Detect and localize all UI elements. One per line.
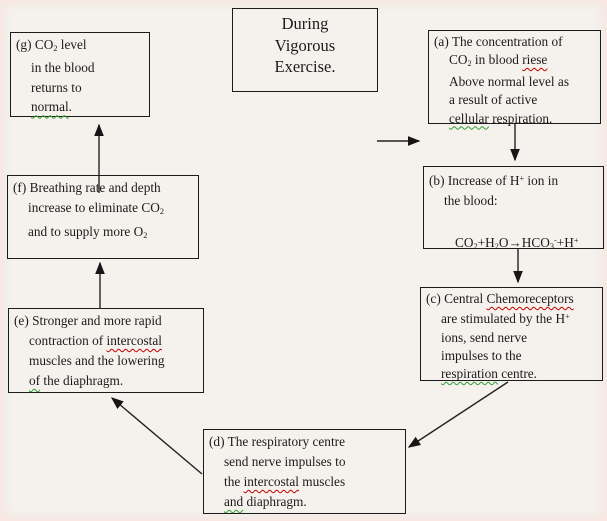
text-line: contraction of intercostal <box>29 333 162 348</box>
box-e-muscle-contraction: (e) Stronger and more rapid contraction o… <box>8 308 204 393</box>
text-line: the intercostal muscles <box>224 474 346 489</box>
box-b-h-ion-increase: (b) Increase of H+ ion in the blood: CO2+… <box>423 166 604 251</box>
text-line: and to supply more O2 <box>28 223 148 240</box>
text-line: CO2 in blood riese <box>449 52 548 69</box>
arrow-d-to-e-icon <box>110 397 203 475</box>
text-line: (d) The respiratory centre <box>209 434 345 449</box>
text-line: normal. <box>31 99 72 115</box>
text-line: of the diaphragm. <box>29 373 124 388</box>
text-line: (a) The concentration of <box>434 34 563 49</box>
box-a-co2-concentration: (a) The concentration of CO2 in blood rie… <box>428 30 601 126</box>
text-line: ions, send nerve <box>441 329 528 345</box>
text-line: returns to <box>31 79 82 95</box>
text-line: Vigorous <box>274 35 336 55</box>
text-line: During <box>281 14 329 33</box>
text-line: muscles and the lowering <box>29 353 165 368</box>
text-line: increase to eliminate CO2 <box>28 200 164 216</box>
box-f-breathing-rate: (f) Breathing rate and depth increase to … <box>7 175 199 259</box>
text-line: and diaphragm. <box>224 494 307 509</box>
text-line: in the blood <box>31 60 95 76</box>
arrow-c-to-d-icon <box>407 381 509 448</box>
text-line: a result of active <box>449 92 538 108</box>
text-line: (f) Breathing rate and depth <box>13 180 161 195</box>
text-line: the blood: <box>444 193 498 209</box>
text-line: (b) Increase of H+ ion in <box>429 173 559 189</box>
text-line: impulses to the <box>441 347 522 363</box>
box-g-co2-normal: (g) CO2 level in the blood returns to norma… <box>10 32 150 117</box>
text-line: cellular respiration. <box>449 110 553 126</box>
text-line <box>429 211 601 231</box>
text-line: send nerve impulses to <box>224 454 346 469</box>
text-line: (g) CO2 level <box>16 37 87 53</box>
box-d-respiratory-centre: (d) The respiratory centre send nerve imp… <box>203 429 406 514</box>
text-line: (c) Central Chemoreceptors <box>426 291 574 306</box>
box-c-chemoreceptors: (c) Central Chemoreceptors are stimulated… <box>420 287 603 381</box>
text-line: respiration centre. <box>441 365 537 381</box>
text-line: CO2+H2O→HCO3-+H+ <box>455 235 579 252</box>
text-line: are stimulated by the H+ <box>441 311 570 327</box>
text-line: Exercise. <box>274 57 336 76</box>
text-line: Above normal level as <box>449 74 570 90</box>
text-line: (e) Stronger and more rapid <box>14 313 162 328</box>
